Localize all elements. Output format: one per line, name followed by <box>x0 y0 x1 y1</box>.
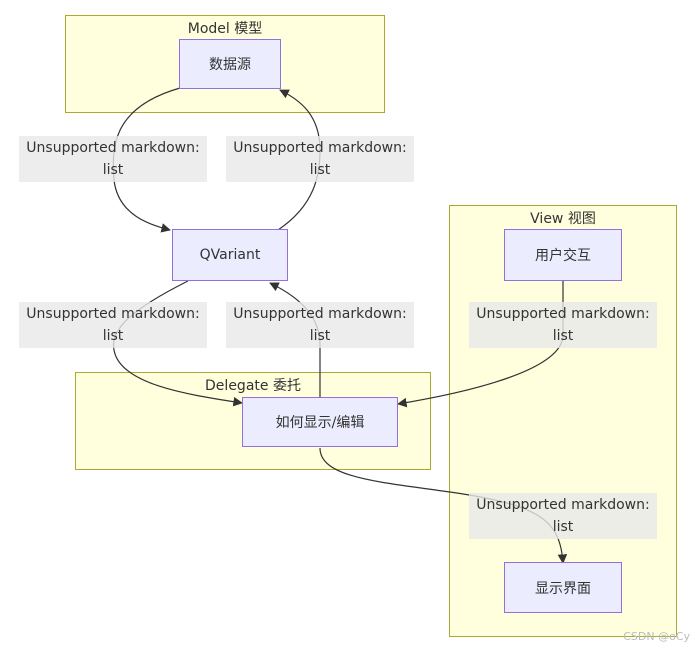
edge-label-line1: Unsupported markdown: <box>26 306 200 322</box>
edge-label-qvariant-to-display-edit: Unsupported markdown: list <box>19 302 207 348</box>
edge-label-line1: Unsupported markdown: <box>233 306 407 322</box>
node-datasource[interactable]: 数据源 <box>179 39 281 89</box>
node-interaction-label: 用户交互 <box>535 248 591 264</box>
edge-label-line1: Unsupported markdown: <box>476 306 650 322</box>
node-display-edit-label: 如何显示/编辑 <box>275 415 365 431</box>
edge-label-line2: list <box>102 328 124 344</box>
node-datasource-label: 数据源 <box>209 57 251 73</box>
edge-label-line2: list <box>309 162 331 178</box>
node-qvariant[interactable]: QVariant <box>172 229 288 281</box>
delegate-cluster-title: Delegate 委托 <box>205 378 301 394</box>
node-qvariant-label: QVariant <box>199 247 261 263</box>
edge-label-line1: Unsupported markdown: <box>233 140 407 156</box>
edge-label-line2: list <box>552 519 574 535</box>
edge-label-line2: list <box>102 162 124 178</box>
edge-label-display-edit-to-qvariant: Unsupported markdown: list <box>226 302 414 348</box>
node-display-ui[interactable]: 显示界面 <box>504 562 622 613</box>
node-display-edit[interactable]: 如何显示/编辑 <box>242 397 398 447</box>
model-cluster: Model 模型 <box>65 15 385 113</box>
watermark: CSDN @oCy <box>623 630 690 643</box>
node-interaction[interactable]: 用户交互 <box>504 229 622 281</box>
view-cluster-title: View 视图 <box>530 211 596 227</box>
edge-label-line2: list <box>309 328 331 344</box>
edge-label-line1: Unsupported markdown: <box>476 497 650 513</box>
edge-label-interaction-to-display-edit: Unsupported markdown: list <box>469 302 657 348</box>
model-cluster-title: Model 模型 <box>187 21 263 37</box>
edge-label-line2: list <box>552 328 574 344</box>
edge-label-datasource-to-qvariant: Unsupported markdown: list <box>19 136 207 182</box>
edge-label-line1: Unsupported markdown: <box>26 140 200 156</box>
edge-label-display-edit-to-display-ui: Unsupported markdown: list <box>469 493 657 539</box>
node-display-ui-label: 显示界面 <box>535 580 591 597</box>
edge-label-qvariant-to-datasource: Unsupported markdown: list <box>226 136 414 182</box>
